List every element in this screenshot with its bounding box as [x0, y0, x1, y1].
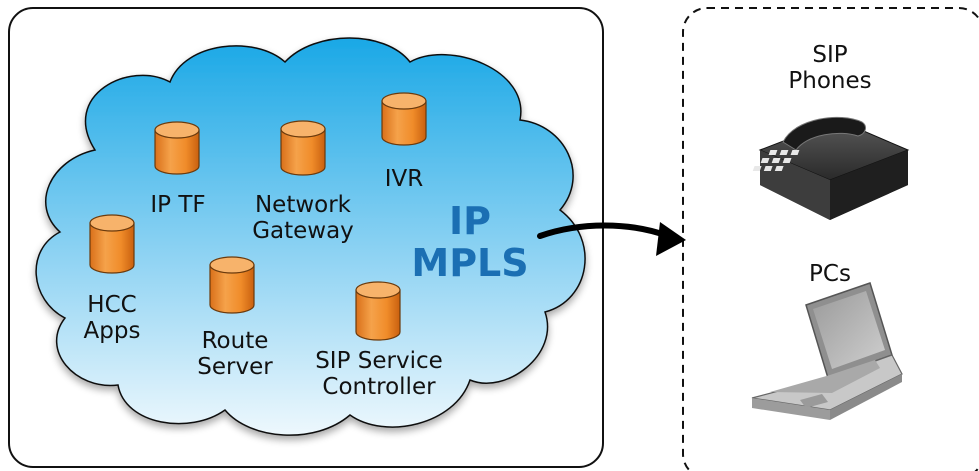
- connection-arrow: [537, 222, 671, 239]
- node-label-route-server: Route Server: [197, 328, 273, 380]
- sip-phones-label: SIP Phones: [788, 42, 872, 94]
- pcs-label: PCs: [809, 261, 851, 287]
- node-label-network-gateway: Network Gateway: [252, 192, 354, 244]
- database-icon: [209, 256, 255, 314]
- database-icon: [381, 92, 427, 146]
- laptop-icon: [751, 282, 903, 420]
- database-icon: [355, 281, 401, 341]
- database-icon: [89, 214, 135, 274]
- database-icon: [154, 121, 200, 175]
- node-label-ip-tf: IP TF: [150, 192, 206, 218]
- node-label-ivr: IVR: [384, 166, 424, 192]
- node-label-sip-service-controller: SIP Service Controller: [315, 348, 443, 400]
- sip-phone-icon: [752, 116, 910, 220]
- arrowhead-icon: [656, 222, 686, 256]
- database-icon: [280, 120, 326, 176]
- ip-mpls-label: IP MPLS: [411, 199, 529, 285]
- endpoints-container: [682, 7, 979, 471]
- node-label-hcc-apps: HCC Apps: [83, 292, 141, 344]
